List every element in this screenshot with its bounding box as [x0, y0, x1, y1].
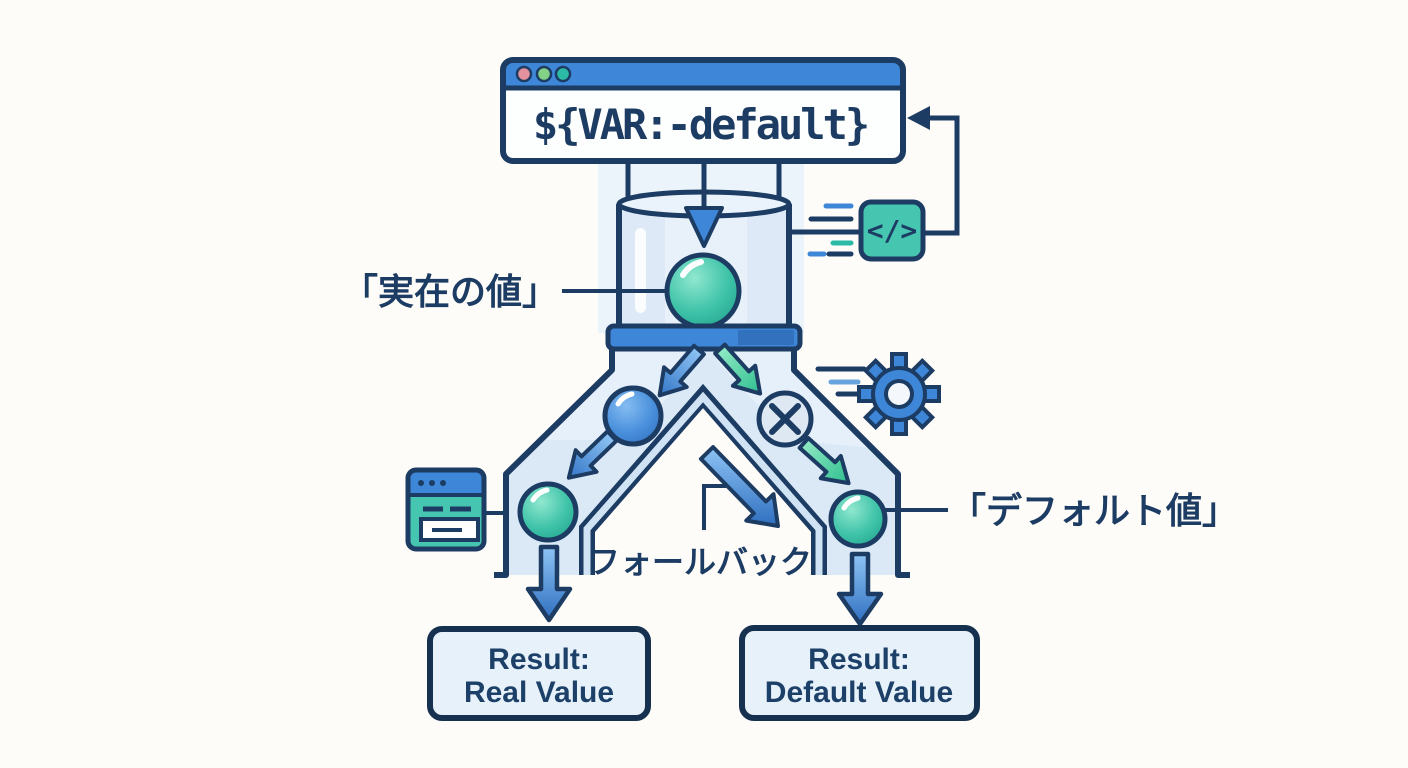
entry-arrow-head	[684, 206, 724, 248]
code-icon-glyph: </>	[867, 214, 918, 247]
funnel-outer-wall-left	[494, 349, 615, 578]
default-value-label: 「デフォルト値」	[950, 490, 1238, 532]
fallback-label: フォールバック	[588, 543, 812, 581]
browser-form-icon	[405, 467, 487, 552]
collar	[605, 323, 803, 352]
result-arrow-left	[525, 544, 573, 623]
window-dot-red	[515, 65, 533, 83]
blue-ball	[602, 385, 664, 447]
result-right-line1: Result:	[808, 643, 910, 676]
fallback-arrow	[698, 445, 780, 528]
browser-icon-dot	[440, 480, 446, 486]
gear-hole	[884, 379, 914, 409]
window-dot-teal	[554, 65, 572, 83]
right-outcome-ball	[828, 489, 888, 549]
x-icon	[769, 403, 801, 435]
browser-icon-titlebar	[408, 470, 484, 495]
code-expression: ${VAR:-default}	[533, 100, 867, 149]
ball-highlight	[615, 391, 635, 407]
code-icon: </>	[858, 199, 926, 262]
cylinder-highlight	[635, 228, 646, 313]
browser-icon-dot	[429, 480, 435, 486]
code-window: ${VAR:-default}	[500, 57, 906, 164]
result-left-line2: Real Value	[464, 676, 614, 709]
ball-highlight	[680, 259, 704, 278]
left-outcome-ball	[517, 481, 579, 543]
result-right-line2: Default Value	[765, 676, 953, 709]
result-left-line1: Result:	[488, 643, 590, 676]
result-arrow-right	[836, 551, 884, 627]
code-speed-lines	[807, 203, 854, 257]
real-value-ball	[664, 252, 742, 330]
result-box-left: Result: Real Value	[427, 626, 651, 721]
window-titlebar	[503, 60, 903, 88]
browser-icon-dot	[418, 480, 424, 486]
return-arrow	[907, 106, 960, 236]
collar-shade	[738, 330, 794, 345]
ball-highlight	[530, 487, 550, 503]
real-value-label: 「実在の値」	[342, 272, 558, 313]
fallback-leader-line	[702, 484, 726, 530]
gear-icon	[857, 352, 941, 436]
window-dot-green	[535, 65, 553, 83]
return-arrow-head	[907, 106, 930, 130]
result-box-right: Result: Default Value	[739, 625, 980, 721]
ball-highlight	[841, 495, 861, 511]
funnel-outer-wall-right	[791, 349, 910, 578]
funnel-divider-wall-core	[583, 391, 823, 575]
error-circle-icon	[756, 390, 814, 448]
